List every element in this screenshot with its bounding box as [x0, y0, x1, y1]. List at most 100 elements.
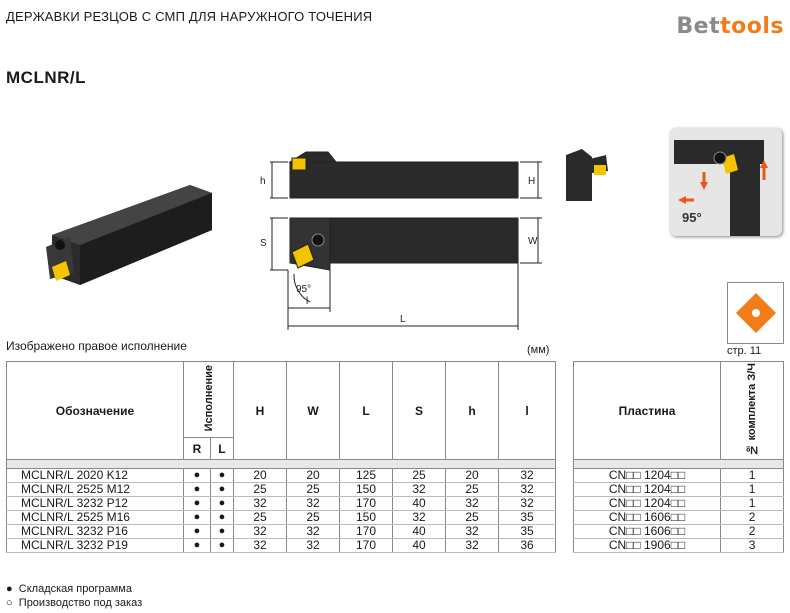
cell-plate: CN□□ 1204□□ [572, 468, 722, 483]
cell-Lv: 150 [339, 510, 393, 525]
col-kit: № комплекта З/Ч [746, 362, 759, 456]
cell-Lv: 150 [339, 482, 393, 497]
cell-plate: CN□□ 1606□□ [572, 524, 722, 539]
legend-order: ○ Производство под заказ [6, 597, 143, 609]
svg-text:l: l [306, 296, 308, 307]
cell-plate: CN□□ 1906□□ [572, 538, 722, 553]
cell-l: 32 [498, 496, 556, 511]
cell-h: 25 [445, 510, 499, 525]
table-row: CN□□ 1906□□3 [572, 538, 784, 553]
cell-H: 20 [233, 468, 287, 483]
cell-H: 32 [233, 496, 287, 511]
cell-H: 32 [233, 524, 287, 539]
table-row: CN□□ 1204□□1 [572, 496, 784, 511]
cell-R: ● [183, 524, 211, 539]
unit-label: (мм) [527, 344, 550, 356]
svg-text:W: W [528, 236, 538, 247]
cell-L: ● [209, 468, 235, 483]
cell-kit: 3 [720, 538, 784, 553]
page-title: ДЕРЖАВКИ РЕЗЦОВ С СМП ДЛЯ НАРУЖНОГО ТОЧЕ… [6, 9, 373, 24]
cell-h: 32 [445, 524, 499, 539]
cell-R: ● [183, 496, 211, 511]
cell-name: MCLNR/L 3232 P19 [6, 538, 184, 553]
cell-h: 25 [445, 482, 499, 497]
shown-note: Изображено правое исполнение [6, 339, 187, 353]
cell-R: ● [183, 482, 211, 497]
cell-kit: 2 [720, 524, 784, 539]
cell-plate: CN□□ 1204□□ [572, 496, 722, 511]
cell-L: ● [209, 496, 235, 511]
cell-S: 40 [392, 538, 446, 553]
cell-W: 32 [286, 524, 340, 539]
cell-kit: 1 [720, 468, 784, 483]
cell-name: MCLNR/L 2020 K12 [6, 468, 184, 483]
cell-L: ● [209, 538, 235, 553]
cell-l: 35 [498, 524, 556, 539]
svg-text:h: h [260, 176, 266, 187]
svg-text:95°: 95° [296, 284, 311, 295]
col-plate: Пластина [572, 361, 722, 460]
cell-l: 32 [498, 482, 556, 497]
end-view-drawing [566, 149, 608, 201]
cell-l: 32 [498, 468, 556, 483]
cell-Lv: 170 [339, 538, 393, 553]
cell-W: 32 [286, 538, 340, 553]
svg-text:95°: 95° [682, 210, 702, 225]
cell-W: 20 [286, 468, 340, 483]
cell-S: 25 [392, 468, 446, 483]
cell-R: ● [183, 468, 211, 483]
legend-stock: ● Складская программа [6, 583, 132, 595]
table-row: CN□□ 1606□□2 [572, 524, 784, 539]
cell-W: 32 [286, 496, 340, 511]
cell-l: 35 [498, 510, 556, 525]
cell-kit: 1 [720, 482, 784, 497]
cell-W: 25 [286, 482, 340, 497]
cell-l: 36 [498, 538, 556, 553]
tool-3d-image [46, 185, 212, 285]
cell-name: MCLNR/L 3232 P12 [6, 496, 184, 511]
cell-H: 25 [233, 510, 287, 525]
cell-h: 32 [445, 538, 499, 553]
cell-Lv: 125 [339, 468, 393, 483]
col-designation: Обозначение [6, 361, 184, 460]
cell-S: 32 [392, 510, 446, 525]
cell-name: MCLNR/L 2525 M16 [6, 510, 184, 525]
table-row: CN□□ 1606□□2 [572, 510, 784, 525]
cell-kit: 2 [720, 510, 784, 525]
cell-kit: 1 [720, 496, 784, 511]
cell-Lv: 170 [339, 524, 393, 539]
cell-R: ● [183, 510, 211, 525]
cell-name: MCLNR/L 3232 P16 [6, 524, 184, 539]
brand-logo: Bettools [676, 14, 784, 39]
table-row: CN□□ 1204□□1 [572, 468, 784, 483]
cell-S: 40 [392, 496, 446, 511]
approach-angle-inset: 95° [670, 128, 782, 236]
cell-L: ● [209, 510, 235, 525]
cell-S: 32 [392, 482, 446, 497]
cell-Lv: 170 [339, 496, 393, 511]
cell-h: 32 [445, 496, 499, 511]
model-title: MCLNR/L [6, 68, 86, 87]
insert-thumbnail[interactable] [727, 282, 784, 344]
spec-table: Обозначение Исполнение H W L S h l R L M… [6, 361, 556, 553]
tool-drawing: h H S W l L 95° [260, 151, 542, 330]
svg-text:H: H [528, 176, 535, 187]
cell-plate: CN□□ 1606□□ [572, 510, 722, 525]
cell-h: 20 [445, 468, 499, 483]
cell-name: MCLNR/L 2525 M12 [6, 482, 184, 497]
cell-plate: CN□□ 1204□□ [572, 482, 722, 497]
cell-H: 25 [233, 482, 287, 497]
svg-text:S: S [260, 238, 267, 249]
cell-S: 40 [392, 524, 446, 539]
cell-H: 32 [233, 538, 287, 553]
page-reference[interactable]: стр. 11 [727, 345, 762, 357]
table-row: CN□□ 1204□□1 [572, 482, 784, 497]
cell-L: ● [209, 524, 235, 539]
